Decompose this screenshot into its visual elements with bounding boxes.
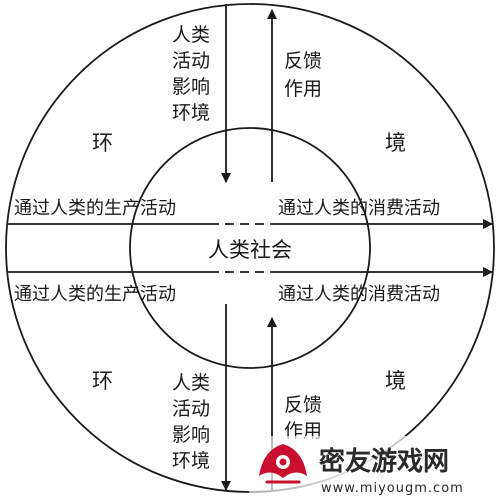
feedback-top-line-2: 作用	[284, 78, 322, 100]
feedback-bottom-line-1: 反馈	[284, 394, 322, 416]
impact-bottom-line-3: 影响	[172, 424, 210, 446]
watermark-logo-icon	[259, 444, 307, 484]
impact-bottom-line-2: 活动	[172, 398, 210, 420]
impact-label-bottom: 人类 活动 影响 环境	[172, 372, 210, 472]
consumption-label-top: 通过人类的消费活动	[278, 198, 440, 219]
environment-label-top-left: 环	[92, 131, 113, 155]
society-label: 人类社会	[208, 238, 292, 262]
feedback-label-top: 反馈 作用	[284, 50, 322, 100]
impact-top-line-3: 影响	[172, 76, 210, 98]
impact-top-line-2: 活动	[172, 50, 210, 72]
environment-label-bottom-left: 环	[92, 369, 113, 393]
impact-top-line-4: 环境	[172, 102, 210, 124]
environment-label-top-right: 境	[385, 131, 406, 155]
environment-label-bottom-right: 境	[385, 369, 406, 393]
impact-bottom-line-1: 人类	[172, 372, 210, 394]
impact-top-line-1: 人类	[172, 24, 210, 46]
watermark-backdrop	[249, 436, 501, 500]
impact-bottom-line-4: 环境	[172, 450, 210, 472]
watermark-brand: 密友游戏网	[319, 446, 449, 477]
consumption-label-bottom: 通过人类的消费活动	[278, 284, 440, 305]
watermark: 密友游戏网 www.miyougm.com	[249, 436, 501, 500]
watermark-url: www.miyougm.com	[321, 481, 464, 496]
center-label-backdrop	[194, 234, 306, 264]
feedback-top-line-1: 反馈	[284, 50, 322, 72]
production-label-top: 通过人类的生产活动	[14, 198, 176, 219]
production-label-bottom: 通过人类的生产活动	[14, 284, 176, 305]
inner-circle-society	[129, 127, 371, 369]
impact-label-top: 人类 活动 影响 环境	[172, 24, 210, 124]
